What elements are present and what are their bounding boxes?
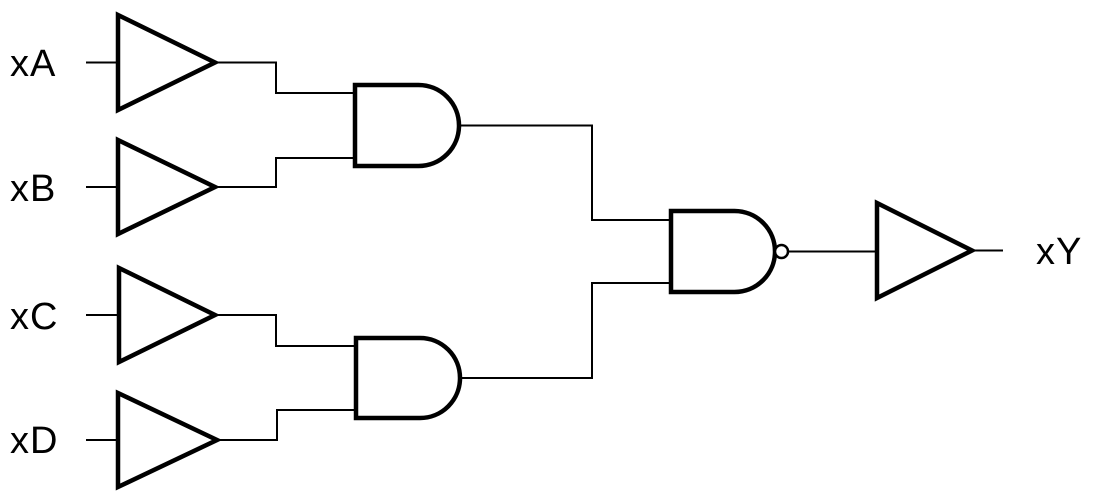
and-gate-top	[352, 82, 462, 169]
buffer-gate-xC	[116, 264, 221, 366]
label-input-xB: xB	[10, 168, 56, 210]
wire-and-top-to-nand	[457, 124, 673, 221]
nand-gate-body	[668, 208, 778, 295]
label-input-xC: xC	[10, 296, 58, 338]
label-input-xA: xA	[10, 43, 56, 85]
label-output-xY: xY	[1036, 231, 1082, 273]
buffer-gate-xA	[115, 11, 221, 114]
and-gate-bottom	[353, 335, 463, 421]
wire-xC-to-and-bottom	[213, 314, 358, 347]
buffer-gate-xB	[115, 136, 221, 238]
wire-xB-to-and-top	[213, 157, 357, 188]
wire-xD-to-and-bottom	[215, 409, 358, 441]
label-input-xD: xD	[10, 420, 58, 462]
wire-xA-to-and-top	[213, 61, 357, 94]
buffer-gate-output	[874, 199, 978, 302]
wire-and-bottom-to-nand	[458, 282, 673, 379]
buffer-gate-xD	[115, 389, 223, 491]
nand-gate-bubble-icon	[773, 243, 790, 260]
